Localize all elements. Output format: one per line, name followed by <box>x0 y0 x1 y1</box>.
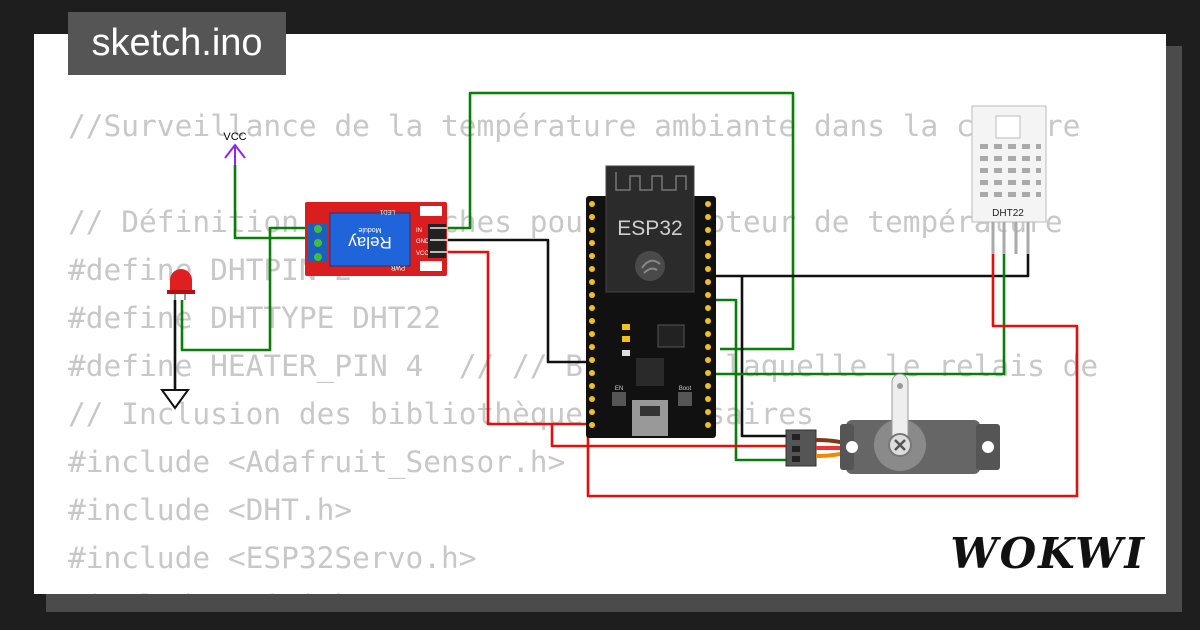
wire-servo-vcc <box>550 424 790 448</box>
dht22-label: DHT22 <box>992 208 1024 219</box>
wire-gnd-servo <box>740 276 790 438</box>
wire-relay-vcc <box>445 250 588 426</box>
vcc-label: VCC <box>223 131 246 143</box>
relay-pin-in: IN <box>416 228 422 234</box>
code-background: //Surveillance de la température ambiant… <box>68 102 1098 594</box>
en-button[interactable] <box>612 392 626 406</box>
boot-button-label: Boot <box>679 386 692 392</box>
wire-power-loop <box>586 254 1079 498</box>
led-red[interactable] <box>167 269 195 300</box>
file-tab-title[interactable]: sketch.ino <box>68 12 286 75</box>
wire-dht-data <box>705 254 1006 376</box>
code-line: // Inclusion des bibliothèques nécessair… <box>68 397 814 431</box>
code-line: #include <Adafruit_Sensor.h> <box>68 445 566 479</box>
dht22-sensor[interactable]: DHT22 <box>971 105 1047 254</box>
wire-relay-in-top <box>445 91 795 351</box>
esp32-board[interactable]: ESP32 EN Boot <box>586 165 716 438</box>
relay-label: Relay <box>348 233 392 252</box>
boot-button[interactable] <box>678 392 692 406</box>
wire-gnd-bus <box>705 254 1030 278</box>
servo-motor[interactable] <box>785 373 1000 474</box>
relay-pwr-label: PWR <box>390 264 405 270</box>
relay-sublabel: Module <box>358 226 381 233</box>
ground-symbol[interactable] <box>160 389 190 410</box>
vcc-symbol[interactable]: VCC <box>223 131 247 165</box>
code-line: #include <ESP32Servo.h> <box>68 541 477 575</box>
relay-module[interactable]: Relay Module LED1 PWR IN GND VCC <box>305 202 448 276</box>
en-button-label: EN <box>615 386 623 392</box>
code-line: #include <DHT.h> <box>68 493 353 527</box>
wokwi-logo: WOKWI <box>950 529 1146 578</box>
wire-servo-signal <box>705 298 790 462</box>
wire-relay-gnd <box>445 238 590 364</box>
esp32-label: ESP32 <box>617 217 682 240</box>
relay-pin-gnd: GND <box>416 239 430 245</box>
relay-led-label: LED1 <box>379 208 395 214</box>
relay-pin-vcc: VCC <box>416 251 429 257</box>
wire-vcc <box>233 165 310 240</box>
wire-led-relay <box>180 226 310 352</box>
code-line: #include <WiFi.h> <box>68 582 1098 594</box>
code-line: #define DHTTYPE DHT22 <box>68 301 441 335</box>
